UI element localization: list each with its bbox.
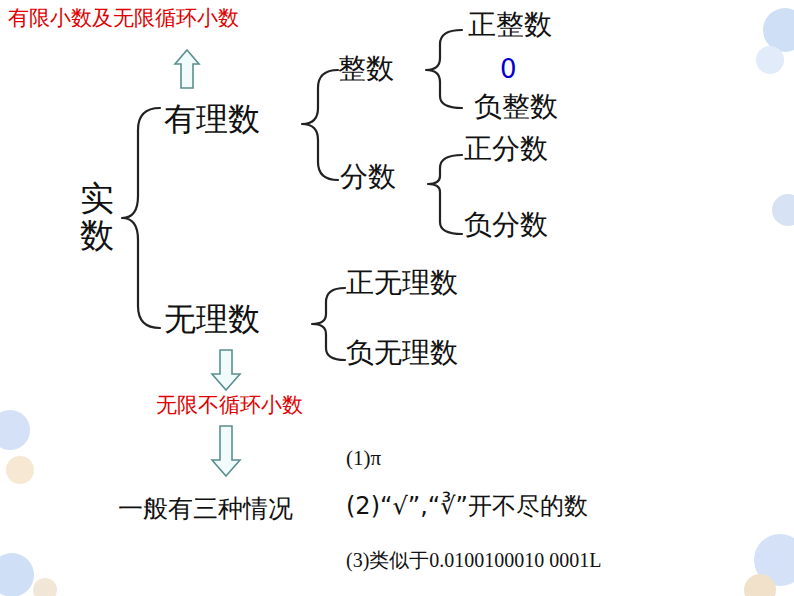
brace [312, 288, 345, 360]
example-item: (2)“√”,“∛”开不尽的数 [346, 492, 588, 521]
root-label: 实数 [80, 180, 114, 255]
category-label: 负分数 [464, 208, 548, 242]
brace [428, 155, 462, 234]
brace [122, 108, 160, 328]
category-label: 整数 [338, 52, 394, 86]
category-label: 正整数 [468, 8, 552, 42]
category-label: 负整数 [474, 90, 558, 124]
flower-decoration [0, 8, 794, 596]
example-item: (1)π [346, 446, 381, 471]
category-label: 有理数 [164, 100, 260, 138]
up-arrow [175, 50, 199, 88]
category-label: 负无理数 [346, 336, 458, 370]
brace [302, 70, 338, 180]
braces [122, 30, 462, 360]
definition-note: 无限不循环小数 [156, 393, 303, 418]
category-label: 无理数 [164, 300, 260, 338]
down-arrow [212, 426, 240, 476]
category-label: 正分数 [464, 132, 548, 166]
heading-note: 有限小数及无限循环小数 [8, 6, 239, 31]
category-label: 正无理数 [346, 266, 458, 300]
definition-note: 一般有三种情况 [118, 494, 293, 524]
brace [426, 30, 462, 108]
category-label: 0 [500, 54, 517, 85]
category-label: 分数 [340, 160, 396, 194]
down-arrow [212, 350, 240, 390]
example-item: (3)类似于0.0100100010 0001L [346, 548, 602, 572]
